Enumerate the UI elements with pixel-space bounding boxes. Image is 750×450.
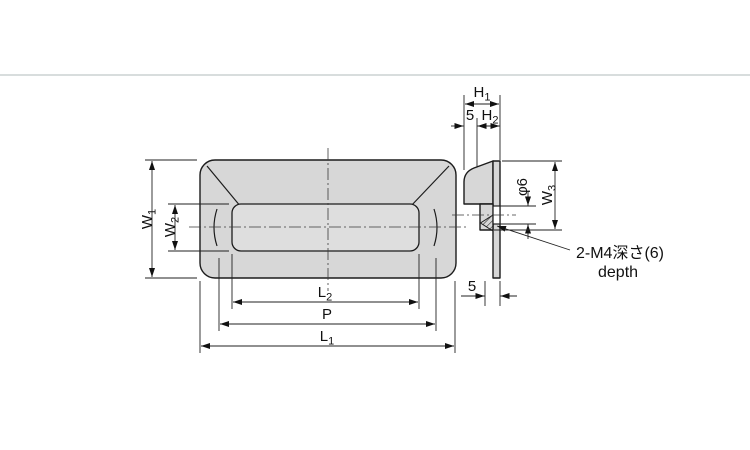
side-view-body-wedge (463, 160, 494, 205)
offset5-top-label: 5 (466, 107, 474, 124)
front-view-chamfer-right (409, 165, 450, 208)
front-view-scoop-left (213, 208, 218, 247)
thread-note-line2: depth (598, 264, 638, 281)
phi6-label: φ6 (514, 178, 531, 196)
thread-note-leader (496, 225, 571, 251)
side-view-section-hatch (479, 214, 494, 232)
front-view-scoop-right (433, 208, 438, 247)
l1-label: L1 (320, 328, 334, 348)
l2-label: L2 (318, 284, 332, 304)
w3-label: W3 (539, 185, 559, 205)
w1-label: W1 (139, 209, 159, 229)
h1-label: H1 (474, 84, 491, 104)
w2-label: W2 (162, 217, 182, 237)
offset5-bottom-label: 5 (468, 278, 476, 295)
thread-note-line1: 2-M4深さ(6) (576, 244, 664, 262)
h2-label: H2 (482, 107, 499, 127)
p-label: P (322, 306, 332, 323)
front-view-chamfer-left (206, 165, 242, 208)
front-view-recess (231, 203, 420, 252)
